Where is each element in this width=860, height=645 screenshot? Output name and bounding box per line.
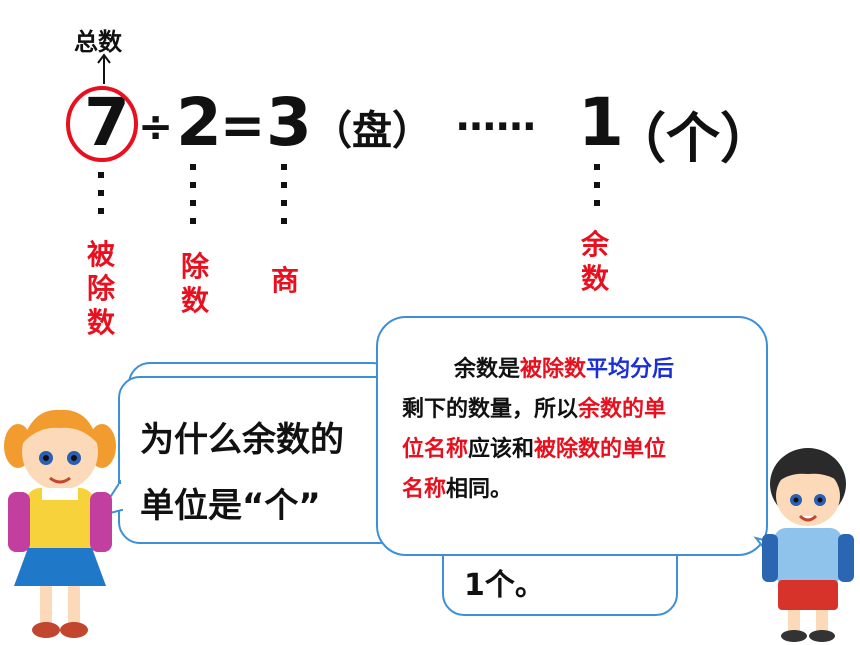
- dividend-label: 被 除 数: [86, 238, 115, 339]
- total-label: 总数: [74, 28, 122, 56]
- equals-sign: =: [220, 94, 266, 157]
- explanation-bubble: 余数是被除数平均分后 剩下的数量，所以余数的单 位名称应该和被除数的单位 名称相…: [376, 316, 768, 556]
- girl-character: [4, 409, 116, 638]
- question-line-2: 单位是“个”: [140, 486, 321, 526]
- dividend-circle: [66, 86, 138, 162]
- remainder-label: 余 数: [580, 228, 609, 295]
- quotient-label: 商: [270, 264, 299, 297]
- remainder-unit: （个）: [612, 107, 774, 170]
- dividend-dots: [98, 172, 106, 226]
- divisor: 2: [176, 84, 222, 161]
- up-arrow-icon: [97, 53, 111, 84]
- question-line-1: 为什么余数的: [140, 420, 344, 460]
- remainder: 1: [578, 84, 624, 161]
- divisor-dots: [190, 164, 198, 236]
- answer-text: 1个。: [464, 568, 545, 603]
- divisor-label: 除 数: [180, 250, 209, 317]
- boy-character: [762, 448, 854, 642]
- quotient-unit: （盘）: [312, 108, 432, 154]
- remainder-dots: [594, 164, 602, 218]
- ellipsis: ……: [456, 94, 536, 140]
- question-bubble: 为什么余数的 单位是“个”: [118, 376, 402, 544]
- quotient: 3: [266, 84, 312, 161]
- division-sign: ÷: [138, 102, 174, 151]
- explanation-text: 余数是被除数平均分后 剩下的数量，所以余数的单 位名称应该和被除数的单位 名称相…: [402, 357, 675, 502]
- quotient-dots: [281, 164, 289, 236]
